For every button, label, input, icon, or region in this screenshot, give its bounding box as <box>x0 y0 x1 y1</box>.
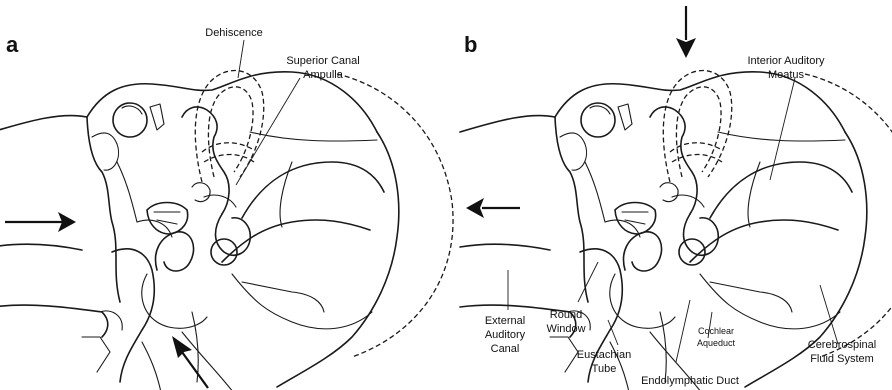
label-aqueduct: Aqueduct <box>697 338 736 348</box>
arrowhead-down <box>676 38 696 58</box>
label-meatus: Meatus <box>768 69 805 81</box>
leader-iam <box>770 78 795 180</box>
leader-endolymphatic <box>676 300 690 362</box>
panel-letter-b: b <box>464 32 477 57</box>
label-auditory: Auditory <box>485 329 526 341</box>
label-tube: Tube <box>592 363 617 375</box>
panel-letter-a: a <box>6 32 19 57</box>
label-window: Window <box>546 323 585 335</box>
label-fluid-system: Fluid System <box>810 353 874 365</box>
label-superior-canal: Superior Canal <box>286 55 359 67</box>
label-cerebrospinal: Cerebrospinal <box>808 339 876 351</box>
label-external: External <box>485 315 525 327</box>
label-interior-auditory: Interior Auditory <box>747 55 825 67</box>
panel-a <box>0 40 453 390</box>
label-dehiscence: Dehiscence <box>205 27 262 39</box>
label-eustachian: Eustachian <box>577 349 631 361</box>
label-ampulla: Ampulla <box>303 69 344 81</box>
leader-round-window <box>578 262 598 302</box>
label-endolymphatic-duct: Endolymphatic Duct <box>641 375 739 387</box>
label-round: Round <box>550 309 582 321</box>
arrowhead-left <box>466 198 484 218</box>
label-canal: Canal <box>491 343 520 355</box>
leader-superior-canal <box>236 78 300 185</box>
leader-csf <box>820 285 838 344</box>
label-cochlear: Cochlear <box>698 326 734 336</box>
arrowhead-up <box>172 336 192 358</box>
